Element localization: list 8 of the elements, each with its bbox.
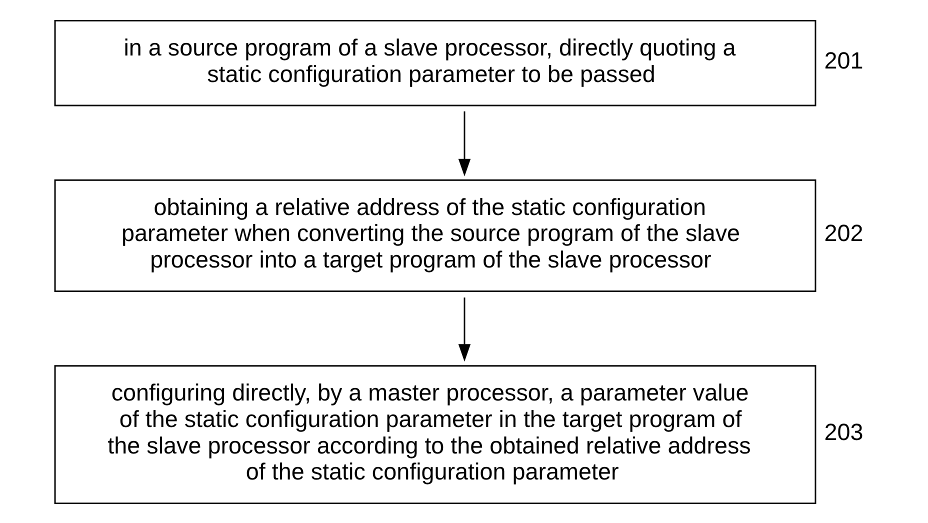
node-box: configuring directly, by a master processor, a parameter value of the static configuration parameter in the target program of the slave processor according to the obtained relative address of the static configuration parameter (54, 364, 816, 504)
node-label: 203 (824, 418, 863, 445)
node-label: 202 (824, 220, 863, 246)
node-label: 201 (824, 47, 863, 74)
arrow (458, 297, 470, 362)
node-box: obtaining a relative address of the static configuration parameter when converting the source program of the slave processor into a target program of the slave processor (54, 178, 816, 292)
node-box: in a source program of a slave processor, directly quoting a static configuration parameter to be passed (54, 19, 816, 106)
arrow (458, 110, 470, 176)
